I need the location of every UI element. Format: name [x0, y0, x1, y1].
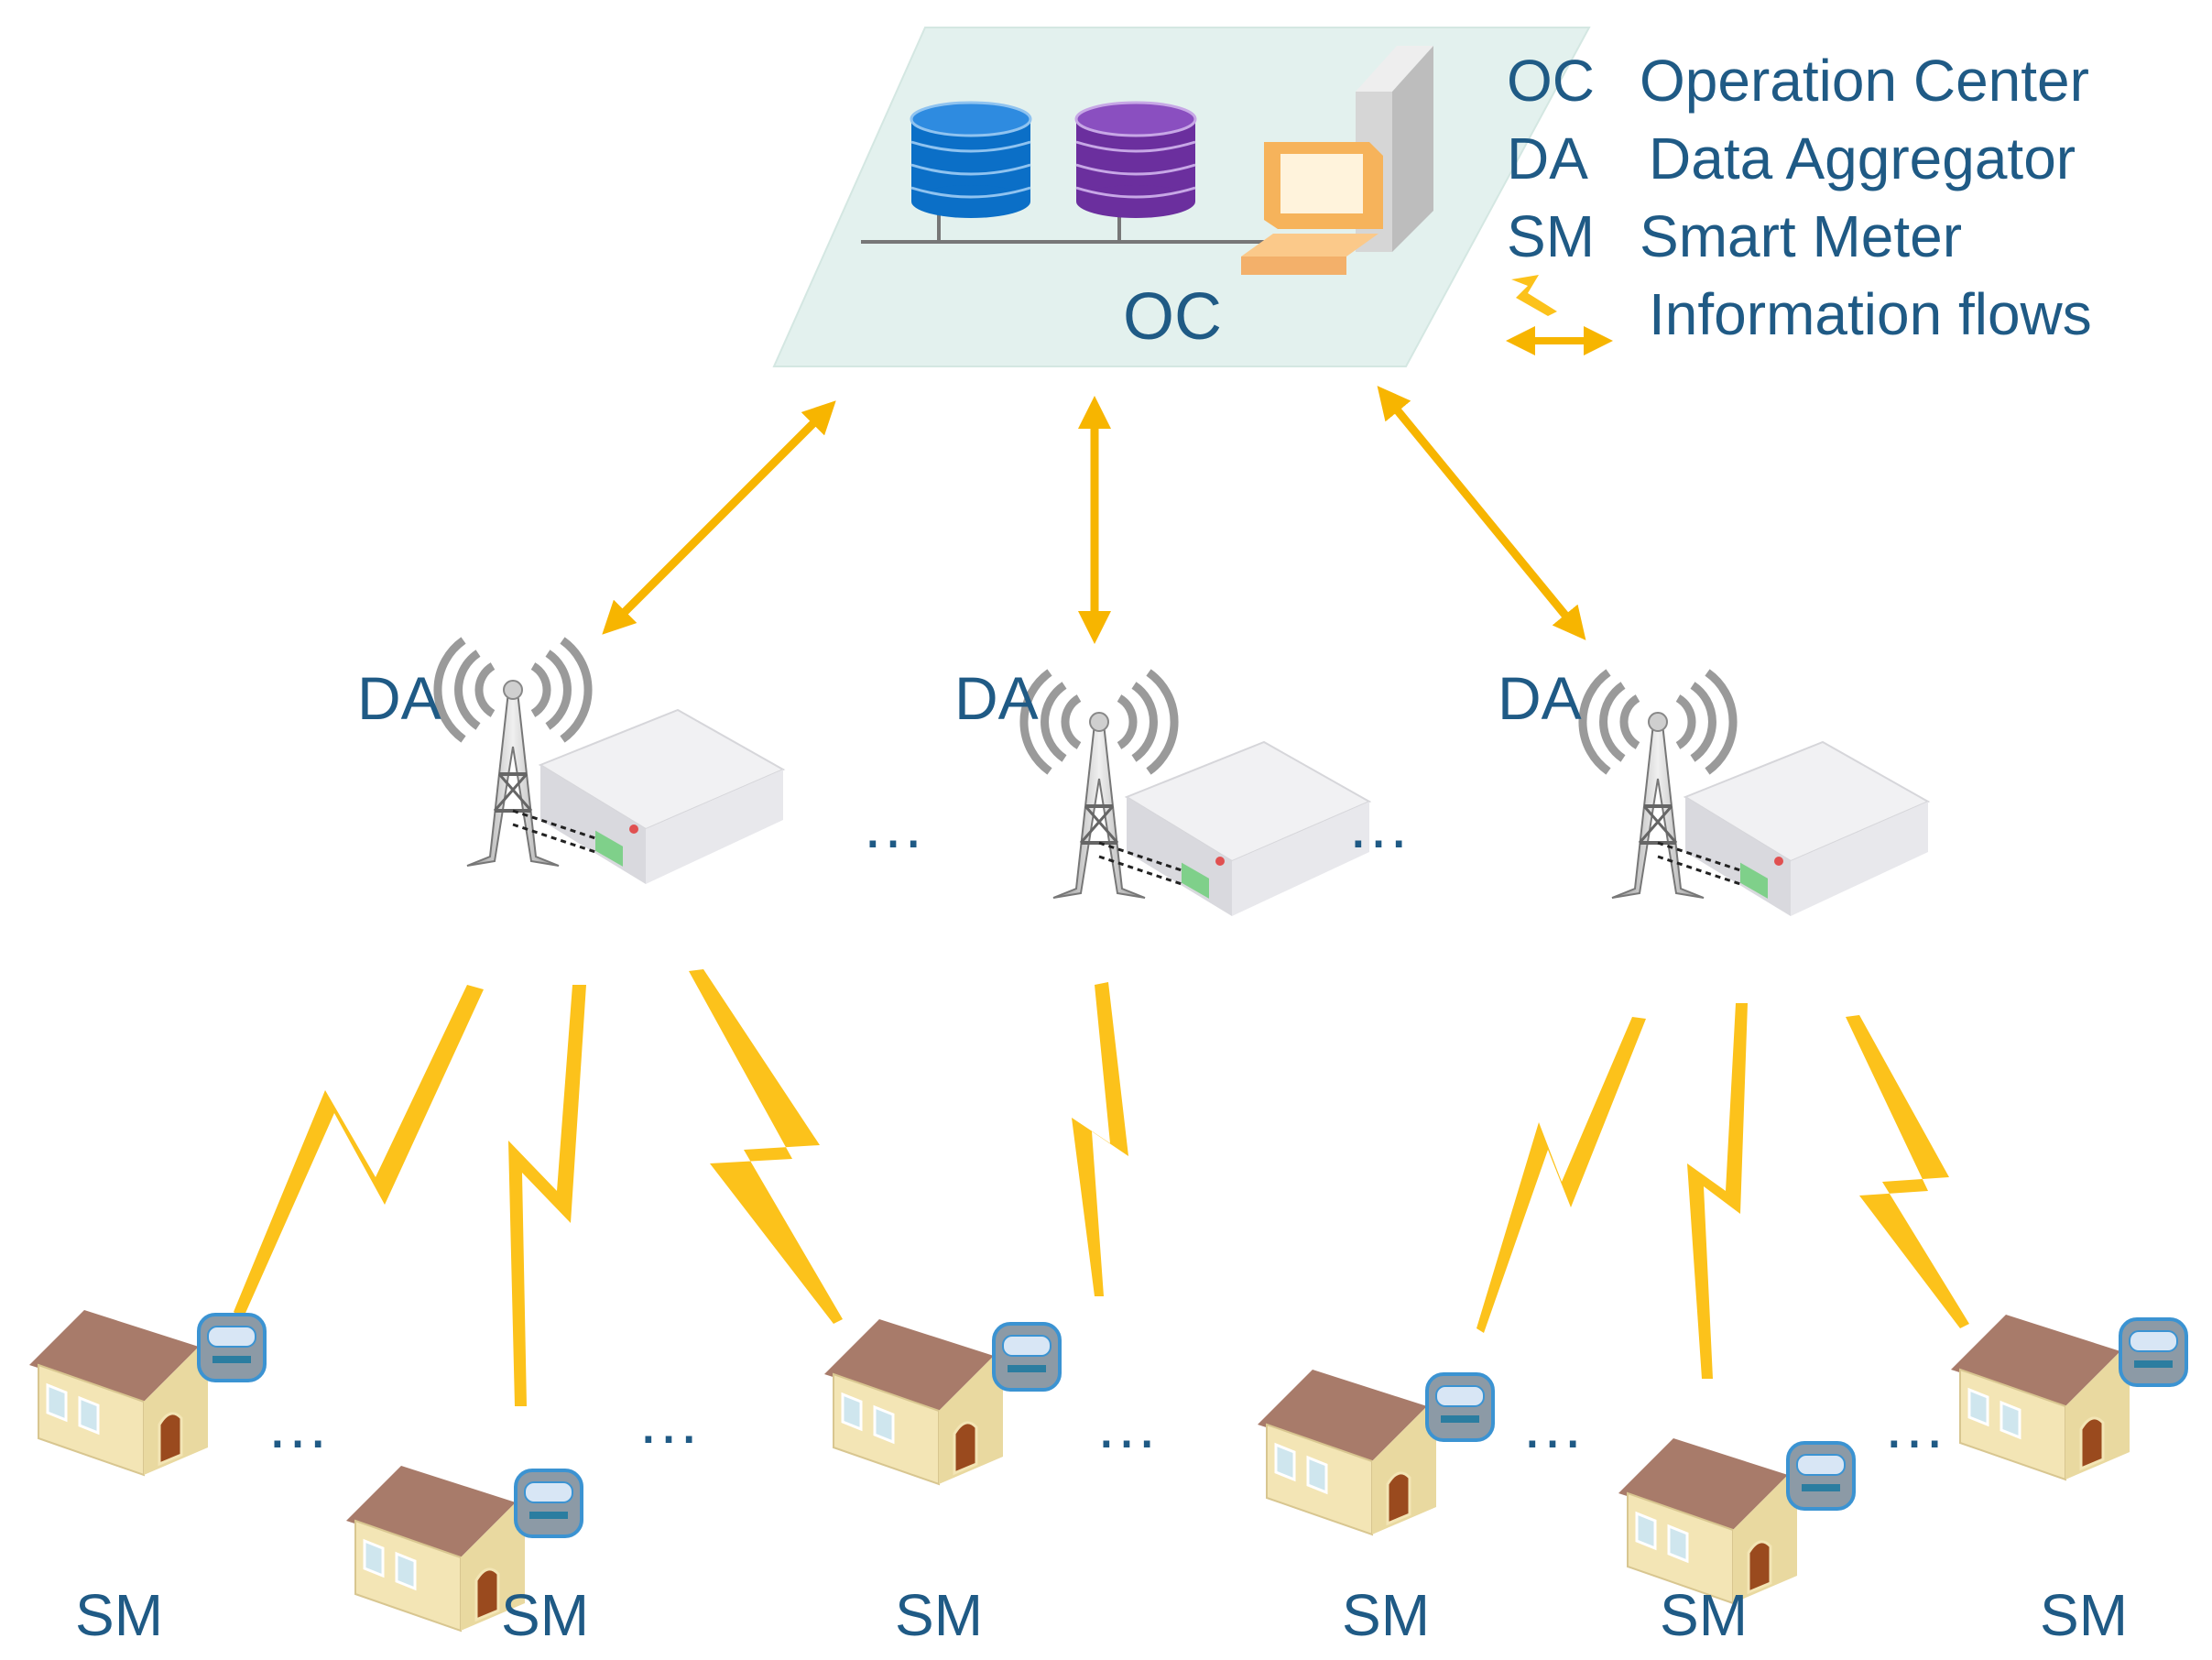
- da-label: DA: [954, 664, 1039, 732]
- ellipsis-sm-4: …: [1520, 1390, 1594, 1461]
- legend-da-text: Data Aggregator: [1649, 126, 2076, 191]
- ellipsis-sm-3: …: [1095, 1390, 1168, 1461]
- lightning-icon: [1476, 1017, 1646, 1333]
- ellipsis-da-1: …: [861, 790, 934, 861]
- sm-label: SM: [1660, 1582, 1748, 1648]
- lightning-icon: [1072, 982, 1128, 1296]
- lightning-icon: [1511, 275, 1557, 316]
- legend-flows-text: Information flows: [1649, 281, 2092, 347]
- double-arrow-icon: [602, 400, 836, 635]
- legend-oc-text: Operation Center: [1640, 48, 2089, 114]
- legend-oc-abbr: OC: [1507, 48, 1595, 114]
- house-icon: [27, 1308, 267, 1477]
- tower-icon: [1583, 672, 1928, 916]
- legend-da-abbr: DA: [1507, 126, 1588, 191]
- legend: OC Operation Center DA Data Aggregator S…: [1506, 48, 2092, 355]
- sm-label: SM: [895, 1582, 983, 1648]
- database-icon: [910, 101, 1032, 218]
- wireless-links: [234, 969, 1969, 1406]
- house-icon: [1949, 1313, 2188, 1481]
- lightning-icon: [234, 985, 484, 1319]
- da-label: DA: [357, 664, 441, 732]
- lightning-icon: [689, 969, 843, 1324]
- sm-label: SM: [75, 1582, 163, 1648]
- legend-sm-abbr: SM: [1507, 203, 1595, 269]
- da-label: DA: [1498, 664, 1582, 732]
- house-icon: [1617, 1436, 1856, 1605]
- ellipsis-da-2: …: [1346, 790, 1420, 861]
- house-icon: [1256, 1368, 1495, 1536]
- data-aggregator-3: DA: [1498, 664, 1928, 916]
- ellipsis-sm-5: …: [1882, 1390, 1956, 1461]
- sm-label: SM: [501, 1582, 589, 1648]
- house-icon: [823, 1317, 1062, 1486]
- sm-label: SM: [2040, 1582, 2128, 1648]
- data-aggregator-2: DA: [954, 664, 1369, 916]
- database-icon: [1074, 101, 1197, 218]
- double-arrow-icon: [1377, 386, 1586, 640]
- oc-label: OC: [1123, 280, 1222, 354]
- lightning-icon: [1687, 1003, 1748, 1379]
- tower-icon: [1024, 672, 1369, 916]
- computer-icon: [1241, 142, 1383, 275]
- data-aggregator-1: DA: [357, 640, 783, 884]
- lightning-icon: [508, 985, 586, 1406]
- tower-icon: [438, 640, 783, 884]
- ellipsis-sm-2: …: [637, 1385, 710, 1457]
- legend-sm-text: Smart Meter: [1640, 203, 1962, 269]
- lightning-icon: [1846, 1015, 1969, 1328]
- sm-label: SM: [1342, 1582, 1430, 1648]
- info-flow-arrows: [602, 386, 1586, 644]
- operation-center: OC: [772, 27, 1591, 367]
- ellipsis-sm-1: …: [266, 1390, 339, 1461]
